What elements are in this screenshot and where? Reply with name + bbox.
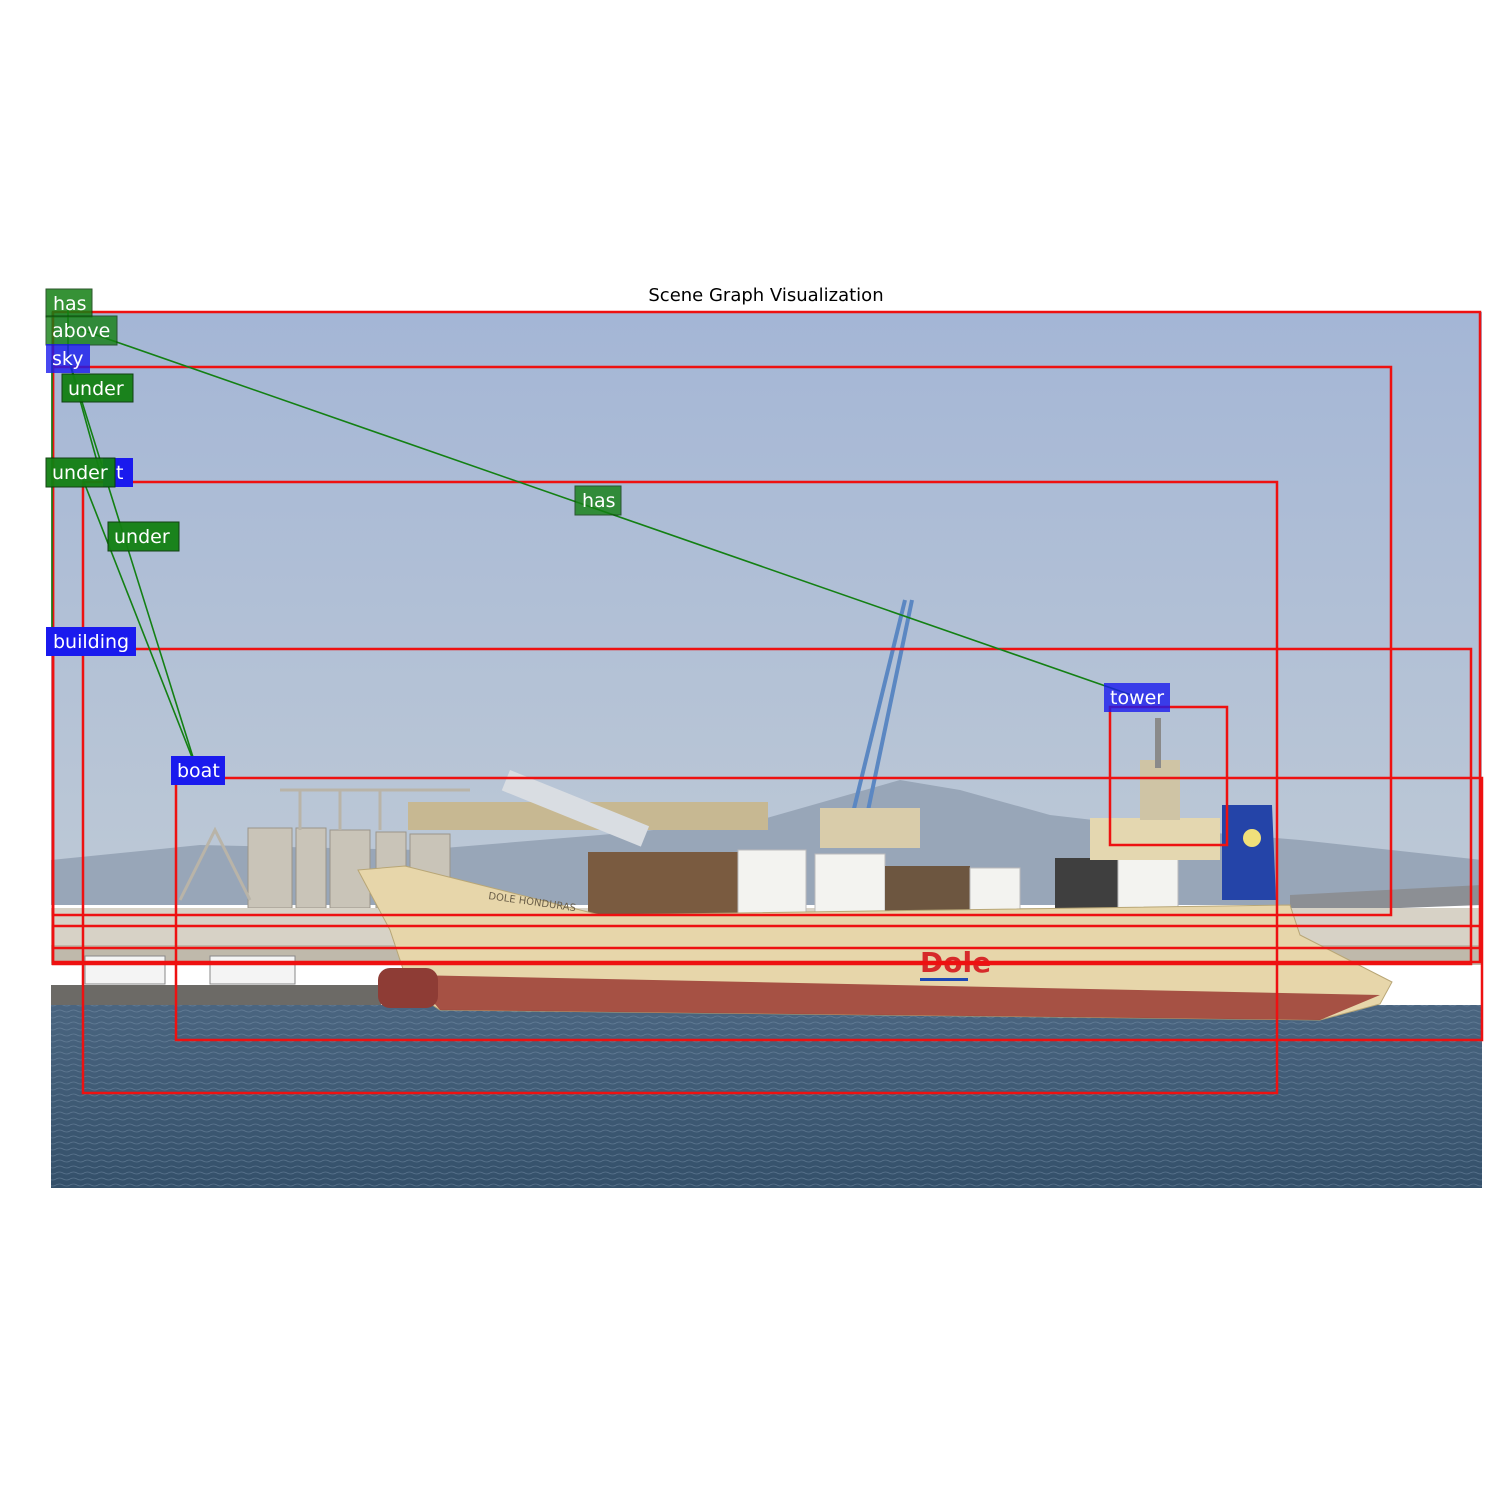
relation-label-has-1: has — [45, 288, 93, 318]
object-label-building: building — [46, 627, 136, 656]
gantry — [408, 770, 920, 848]
relation-label-above: above — [45, 315, 118, 346]
object-labels: sky t under building tower boat — [45, 344, 1170, 785]
svg-text:has: has — [53, 293, 87, 315]
relation-labels: has above under under has — [45, 288, 622, 552]
edge-sky-boat — [67, 356, 198, 771]
object-label-tower: tower — [1104, 683, 1170, 712]
industrial-frame — [178, 788, 470, 901]
svg-text:building: building — [53, 631, 129, 653]
svg-text:above: above — [52, 320, 110, 342]
svg-text:under: under — [114, 526, 170, 548]
bow-bulb — [378, 968, 438, 1008]
edge-under-boat — [79, 471, 198, 771]
ship-superstructure — [1090, 718, 1276, 900]
svg-text:under: under — [68, 378, 124, 400]
figure-title: Scene Graph Visualization — [648, 285, 884, 306]
relation-label-under-2: under — [45, 457, 116, 488]
object-label-boat: boat — [171, 756, 225, 785]
svg-text:boat: boat — [177, 760, 220, 782]
bridge — [1290, 885, 1482, 912]
water-ripples — [51, 1005, 1482, 1188]
hull-red-band — [410, 975, 1380, 1020]
relation-label-under-1: under — [61, 373, 134, 403]
svg-text:has: has — [582, 490, 616, 512]
hull-logo-underline — [920, 978, 968, 981]
svg-text:sky: sky — [52, 348, 83, 370]
box-t — [81, 480, 1279, 1095]
svg-text:under: under — [52, 462, 108, 484]
crane — [848, 599, 914, 826]
dock-base — [51, 985, 381, 1007]
trucks — [84, 955, 296, 985]
box-quay-1 — [51, 924, 1482, 950]
object-label-sky: sky — [46, 344, 90, 373]
relation-label-has-2: has — [574, 485, 622, 516]
box-building — [51, 647, 1473, 966]
svg-text:tower: tower — [1110, 687, 1164, 709]
sky-region — [51, 312, 1482, 872]
relation-label-under-3: under — [107, 521, 180, 552]
box-boat — [174, 776, 1484, 1042]
svg-text:t: t — [116, 462, 123, 484]
photo: DOLE HONDURAS Dole — [51, 312, 1482, 1188]
